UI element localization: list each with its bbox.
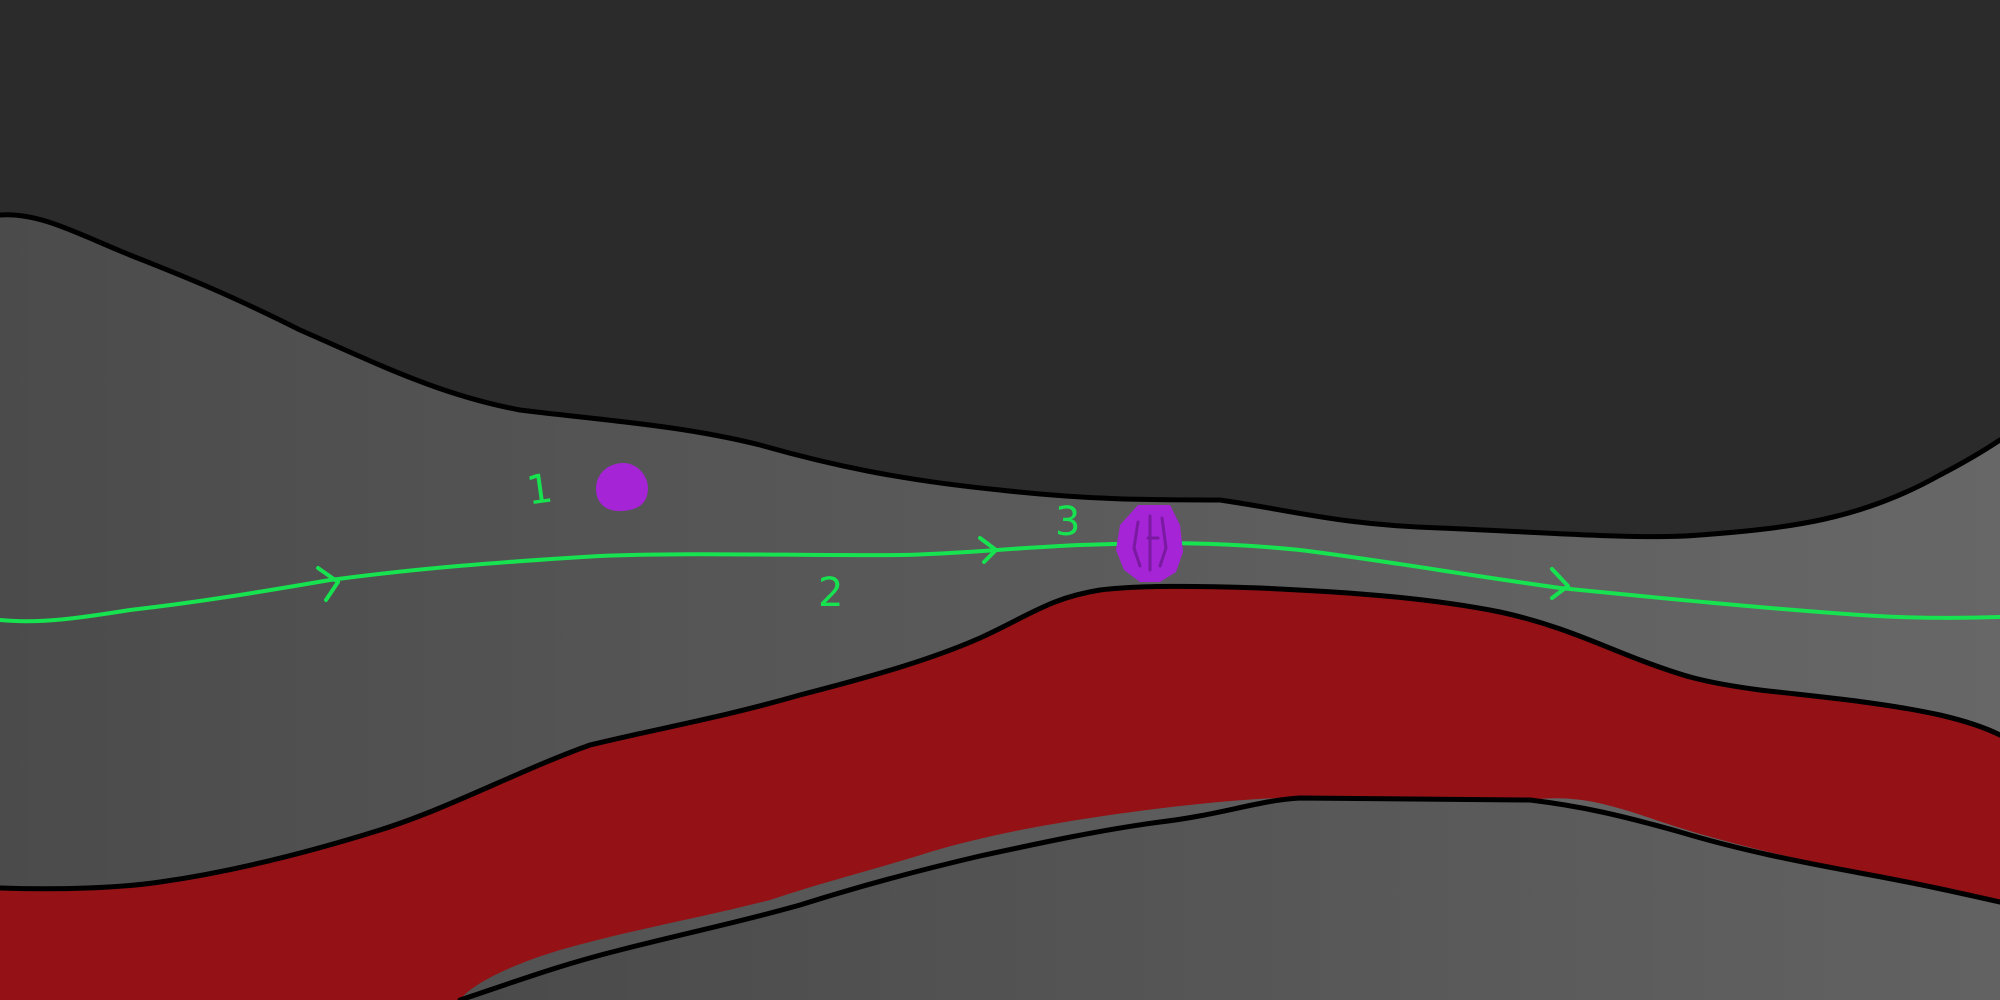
label-2: 2 (818, 570, 843, 616)
label-3: 3 (1055, 499, 1080, 545)
label-1: 1 (524, 465, 556, 514)
flow-line (0, 541, 2000, 624)
purple-dot-icon (596, 462, 648, 512)
arrowhead-icon (316, 566, 340, 602)
red-band (0, 586, 2000, 1000)
purple-squeezed-particle (1116, 505, 1183, 582)
upper-boundary-line (0, 212, 2000, 540)
bottom-region (460, 798, 2000, 1000)
red-band-top-line (0, 583, 2000, 892)
arrowhead-icon (978, 536, 998, 564)
arrowhead-icon (1550, 567, 1570, 600)
red-band-bottom-line (457, 795, 2000, 1000)
